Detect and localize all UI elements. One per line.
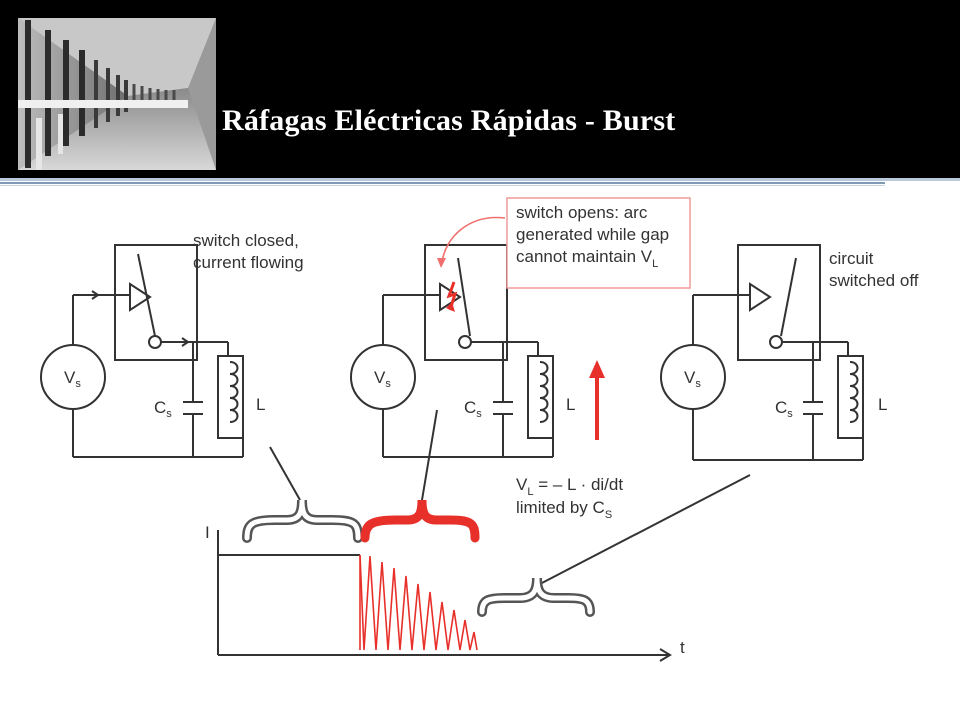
panel2-capacitor-label: Cs [464, 398, 482, 420]
header-bar: Ráfagas Eléctricas Rápidas - Burst [0, 0, 960, 178]
callout-box [506, 197, 691, 289]
graph-y-axis-label: I [205, 523, 210, 542]
header-divider [0, 178, 960, 186]
panel2-inductor-label: L [566, 395, 575, 414]
diagram-labels: switch closed, current flowing switch op… [64, 203, 919, 657]
voltage-equation: VL = – L · di/dt [516, 475, 623, 498]
panel2-callout-line3: cannot maintain VL [516, 247, 658, 270]
panel1-inductor-label: L [256, 395, 265, 414]
burst-waveform [359, 554, 478, 651]
panel2-callout-line2: generated while gap [516, 225, 669, 244]
header-photo [18, 18, 216, 170]
panel3-note-line2: switched off [829, 271, 919, 290]
panel3-note-line1: circuit [829, 249, 874, 268]
brace-burst [360, 499, 480, 543]
slide-title: Ráfagas Eléctricas Rápidas - Burst [222, 104, 676, 137]
circuit-panel-off [692, 244, 864, 461]
circuit-panel-closed [72, 244, 244, 458]
panel3-inductor-label: L [878, 395, 887, 414]
graph-x-axis-label: t [680, 638, 685, 657]
limit-text: limited by CS [516, 498, 612, 521]
panel1-capacitor-label: Cs [154, 398, 172, 420]
burst-diagram [40, 197, 864, 662]
panel1-source-label: Vs [64, 368, 81, 390]
panel3-capacitor-label: Cs [775, 398, 793, 420]
panel1-note-line2: current flowing [193, 253, 304, 272]
current-graph [217, 530, 672, 662]
panel2-callout-line1: switch opens: arc [516, 203, 648, 222]
panel3-source-label: Vs [684, 368, 701, 390]
arc-spark [446, 281, 458, 311]
voltage-rise-arrow-icon [589, 360, 605, 378]
panel2-source-label: Vs [374, 368, 391, 390]
panel1-note-line1: switch closed, [193, 231, 299, 250]
